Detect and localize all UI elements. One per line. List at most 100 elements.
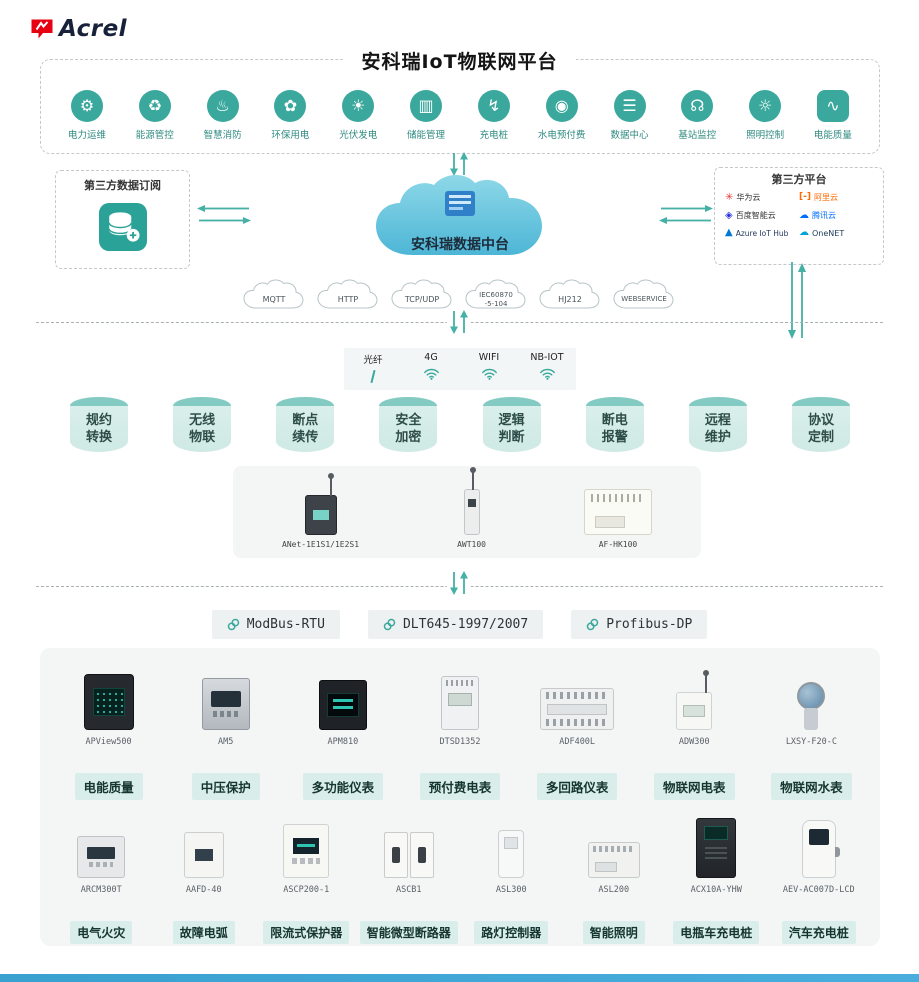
product-apview500: APView500 电能质量 (50, 668, 167, 800)
link-icon (383, 618, 396, 631)
app-label: 智慧消防 (203, 130, 242, 141)
water-meter-image (793, 682, 829, 730)
app-item-fire-safety: ♨智慧消防 (191, 90, 255, 141)
product-asl200: ASL200 智能照明 (563, 816, 666, 944)
protocol-label: HTTP (337, 294, 359, 304)
alibaba-cloud-icon: [-] (799, 192, 811, 202)
acrel-logo: Acrel (30, 16, 127, 42)
product-model: AM5 (218, 737, 234, 747)
capability-wireless-iot: 无线 物联 (173, 397, 232, 455)
onenet-cloud-icon: ☁ (799, 227, 809, 238)
app-item-charging-pile: ↯充电桩 (462, 90, 526, 141)
gateway-awt100: AWT100 (457, 467, 486, 549)
azure-label: Azure IoT Hub (735, 228, 789, 238)
fiber-icon (346, 368, 400, 384)
product-model: DTSD1352 (439, 737, 481, 747)
product-model: ASL300 (495, 885, 527, 895)
product-arcm300t: ARCM300T 电气火灾 (50, 816, 153, 944)
adf400l-image (540, 688, 615, 730)
huawei-cloud-label: 华为云 (736, 193, 761, 202)
third-party-panel: 第三方平台 ✳华为云 [-]阿里云 ◈百度智能云 ☁腾讯云 ▲Azure IoT… (714, 167, 884, 265)
app-label: 储能管理 (407, 130, 446, 141)
onenet-label: OneNET (812, 228, 845, 238)
connectivity-bar: 光纤 4G WIFI NB-IOT (344, 348, 576, 390)
cloud-outline-icon (613, 279, 674, 309)
product-model: APM810 (327, 737, 359, 747)
conn-fiber: 光纤 (346, 352, 400, 384)
arcm300t-image (77, 836, 126, 878)
app-label: 电能质量 (813, 130, 852, 141)
protocol-label: IEC60870 -5-104 (479, 291, 513, 308)
updown-arrows-bottom-icon (447, 570, 471, 596)
product-model: ADF400L (559, 737, 596, 747)
app-item-energy-control: ♻能源管控 (123, 90, 187, 141)
third-party-title: 第三方平台 (771, 173, 827, 186)
page-title-text: 安科瑞IoT物联网平台 (343, 51, 576, 73)
adw300-image (676, 670, 713, 730)
product-model: ARCM300T (80, 885, 122, 895)
wifi-icon (520, 365, 574, 381)
app-item-solar-pv: ☀光伏发电 (326, 90, 390, 141)
azure-iot-hub-logo: ▲Azure IoT Hub (725, 228, 799, 238)
capability-custom-protocol: 协议 定制 (791, 397, 850, 455)
baidu-cloud-label: 百度智能云 (735, 211, 776, 220)
app-item-power-quality: ∿ 电能质量 (801, 90, 865, 141)
protocol-label: MQTT (262, 294, 286, 304)
apm810-image (318, 680, 367, 730)
data-subscription-panel: 第三方数据订阅 (55, 170, 190, 269)
tag-label: DLT645-1997/2007 (402, 617, 529, 632)
tag-label: ModBus-RTU (246, 617, 325, 632)
awt100-gateway-image (463, 467, 480, 535)
energy-storage-icon: ▥ (410, 90, 443, 122)
page-title: 安科瑞IoT物联网平台 (0, 47, 919, 74)
product-category-badge: 预付费电表 (419, 773, 501, 800)
tag-profibus-dp: Profibus-DP (571, 610, 708, 639)
power-quality-icon: ∿ (816, 90, 849, 122)
anet-gateway-image (304, 473, 337, 535)
data-middle-platform: 安科瑞数据中台 (360, 170, 560, 272)
tencent-cloud-logo: ☁腾讯云 (799, 210, 873, 221)
power-ops-icon: ⚙ (71, 90, 103, 122)
capability-logic-judgement: 逻辑 判断 (482, 397, 541, 455)
cloud-server-icon (376, 174, 542, 255)
conn-wifi: WIFI (462, 352, 516, 381)
database-plus-icon (98, 203, 147, 251)
product-adw300: ADW300 物联网电表 (636, 668, 753, 800)
acrel-logo-icon (31, 19, 53, 39)
baidu-cloud-icon: ◈ (725, 209, 733, 221)
protocol-label: WEBSERVICE (621, 295, 667, 304)
capability-remote-maintenance: 远程 维护 (688, 397, 747, 455)
applications-row: ⚙电力运维 ♻能源管控 ♨智慧消防 ✿环保用电 ☀光伏发电 ▥储能管理 ↯充电桩… (55, 90, 865, 141)
app-label: 数据中心 (610, 130, 649, 141)
product-category-badge: 电瓶车充电桩 (673, 921, 760, 944)
product-model: AAFD-40 (185, 885, 222, 895)
gateway-anet: ANet-1E1S1/1E2S1 (282, 473, 359, 549)
cloud-outline-icon (465, 279, 526, 309)
third-party-downlink-arrows-icon (788, 262, 806, 339)
field-protocols-row: ModBus-RTU DLT645-1997/2007 Profibus-DP (0, 610, 919, 639)
product-category-badge: 智能照明 (582, 921, 645, 944)
energy-control-icon: ♻ (138, 90, 171, 122)
tencent-cloud-icon: ☁ (799, 209, 809, 221)
eco-power-icon: ✿ (274, 90, 307, 122)
solar-pv-icon: ☀ (342, 90, 375, 122)
cloud-outline-icon (243, 279, 304, 309)
capability-label: 无线 物联 (189, 413, 216, 445)
lighting-control-icon: ☼ (749, 90, 782, 122)
capability-label: 安全 加密 (395, 413, 422, 445)
tag-dlt645: DLT645-1997/2007 (367, 610, 544, 639)
protocol-label: TCP/UDP (404, 294, 440, 304)
charging-pile-icon: ↯ (477, 90, 510, 122)
cloud-outline-icon (317, 279, 378, 309)
applications-panel: ⚙电力运维 ♻能源管控 ♨智慧消防 ✿环保用电 ☀光伏发电 ▥储能管理 ↯充电桩… (40, 59, 880, 154)
capability-label: 协议 定制 (807, 413, 834, 445)
conn-label: WIFI (478, 352, 500, 363)
app-label: 环保用电 (271, 130, 310, 141)
product-model: APView500 (85, 737, 132, 747)
tencent-cloud-label: 腾讯云 (812, 211, 836, 220)
updown-arrows-mid-icon (447, 309, 471, 335)
ev-charger-image (801, 820, 840, 878)
updown-arrows-top-icon (450, 152, 468, 176)
capability-encryption: 安全 加密 (379, 397, 438, 455)
